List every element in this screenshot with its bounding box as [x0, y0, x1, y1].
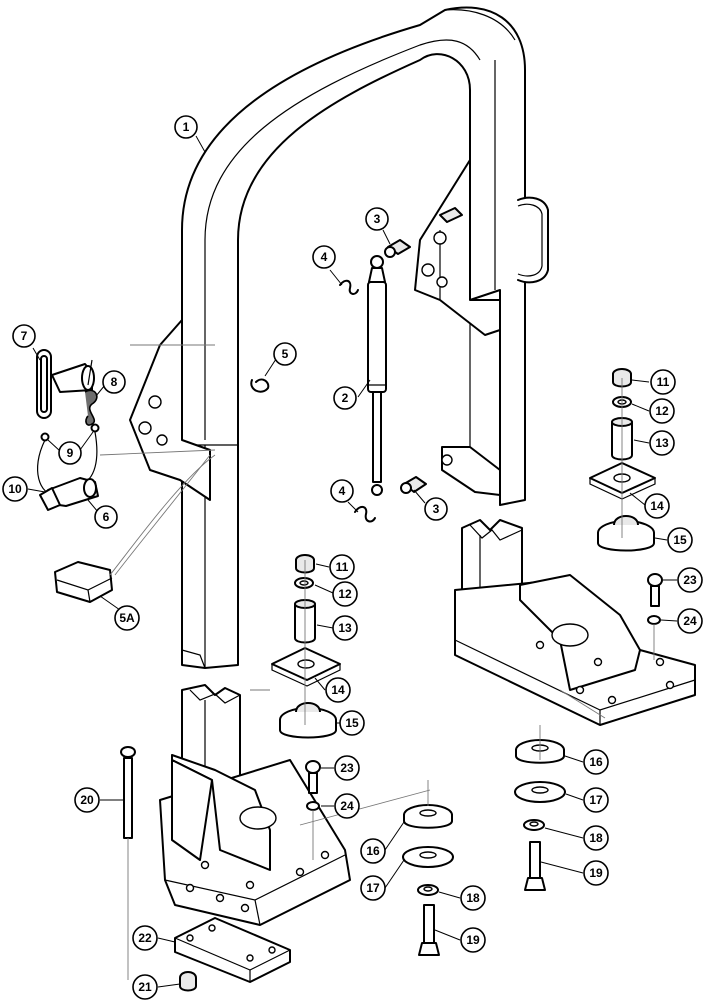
callout-18-left: 18 [460, 885, 486, 911]
svg-text:14: 14 [331, 683, 345, 697]
callout-12-right: 12 [649, 398, 675, 424]
callout-23-left: 23 [334, 755, 360, 781]
svg-text:19: 19 [466, 933, 480, 947]
bolt-left-small [305, 760, 321, 811]
callout-22: 22 [132, 925, 158, 951]
alignment-lines [99, 344, 655, 980]
callout-13-right: 13 [649, 430, 675, 456]
callout-16-left: 16 [360, 838, 386, 864]
isolator-stack-right [589, 368, 656, 552]
svg-text:7: 7 [21, 329, 28, 343]
clamp-plate [174, 917, 291, 983]
callout-5a: 5A [114, 605, 140, 631]
callout-7: 7 [12, 324, 36, 348]
cap-plug [54, 561, 113, 603]
lower-isolator-right [514, 739, 566, 891]
callout-21: 21 [132, 974, 158, 1000]
left-base-assembly [159, 684, 351, 926]
callout-3-lower: 3 [424, 497, 448, 521]
callout-11-right: 11 [650, 369, 676, 395]
callout-18-right: 18 [583, 825, 609, 851]
callout-13-left: 13 [332, 615, 358, 641]
retaining-clip-upper [339, 279, 359, 295]
right-base-assembly [454, 519, 696, 726]
callout-19-right: 19 [583, 860, 609, 886]
svg-text:8: 8 [111, 375, 118, 389]
callout-17-right: 17 [583, 787, 609, 813]
svg-text:6: 6 [103, 510, 110, 524]
long-bolt [120, 746, 136, 839]
callout-9: 9 [58, 441, 82, 465]
svg-text:12: 12 [655, 404, 669, 418]
svg-text:5: 5 [282, 347, 289, 361]
svg-text:16: 16 [589, 755, 603, 769]
callout-10: 10 [2, 476, 28, 502]
svg-text:2: 2 [342, 391, 349, 405]
svg-text:18: 18 [466, 891, 480, 905]
svg-text:11: 11 [336, 560, 349, 574]
svg-text:20: 20 [80, 793, 94, 807]
lower-isolator-left [402, 804, 454, 956]
callout-17-left: 17 [360, 875, 386, 901]
svg-text:13: 13 [338, 621, 352, 635]
callout-4-upper: 4 [312, 245, 336, 269]
callout-1: 1 [174, 115, 198, 139]
callout-15-left: 15 [339, 710, 365, 736]
svg-text:23: 23 [683, 573, 697, 587]
callout-4-lower: 4 [330, 479, 354, 503]
svg-text:4: 4 [321, 250, 328, 264]
isolator-stack-left [271, 554, 341, 739]
svg-text:11: 11 [657, 375, 670, 389]
pin-assembly [36, 349, 100, 511]
callout-15-right: 15 [667, 527, 693, 553]
gas-strut [367, 255, 387, 496]
svg-text:12: 12 [338, 587, 352, 601]
svg-text:9: 9 [67, 446, 74, 460]
svg-text:3: 3 [433, 502, 440, 516]
svg-text:23: 23 [340, 761, 354, 775]
roll-bar-frame [129, 6, 549, 669]
svg-text:10: 10 [8, 482, 22, 496]
svg-text:15: 15 [345, 716, 359, 730]
svg-text:24: 24 [340, 799, 354, 813]
callout-19-left: 19 [460, 927, 486, 953]
svg-text:1: 1 [183, 120, 190, 134]
ball-stud-lower [400, 476, 427, 494]
bolt-right-small [647, 573, 663, 625]
callout-20: 20 [74, 787, 100, 813]
svg-text:18: 18 [589, 831, 603, 845]
retaining-clip-lower [354, 506, 376, 523]
svg-text:16: 16 [366, 844, 380, 858]
callout-5: 5 [273, 342, 297, 366]
callout-14-left: 14 [325, 677, 351, 703]
snap-ring [250, 378, 270, 393]
hex-nut [179, 971, 197, 992]
callout-12-left: 12 [332, 581, 358, 607]
svg-text:5A: 5A [119, 611, 135, 625]
svg-text:3: 3 [374, 212, 381, 226]
svg-text:24: 24 [683, 614, 697, 628]
svg-text:22: 22 [138, 931, 152, 945]
leader-lines [27, 135, 678, 988]
svg-text:17: 17 [589, 793, 603, 807]
svg-text:19: 19 [589, 866, 603, 880]
callout-11-left: 11 [329, 554, 355, 580]
callout-16-right: 16 [583, 749, 609, 775]
callout-14-right: 14 [644, 493, 670, 519]
svg-text:13: 13 [655, 436, 669, 450]
svg-text:4: 4 [339, 484, 346, 498]
callout-24-right: 24 [677, 608, 703, 634]
callout-23-right: 23 [677, 567, 703, 593]
svg-text:14: 14 [650, 499, 664, 513]
ball-stud-upper [384, 239, 411, 258]
callout-6: 6 [94, 505, 118, 529]
callout-24-left: 24 [334, 793, 360, 819]
callout-3-upper: 3 [365, 207, 389, 231]
callout-8: 8 [102, 370, 126, 394]
svg-text:15: 15 [673, 533, 687, 547]
svg-text:21: 21 [138, 980, 152, 994]
callout-2: 2 [333, 386, 357, 410]
svg-text:17: 17 [366, 881, 380, 895]
